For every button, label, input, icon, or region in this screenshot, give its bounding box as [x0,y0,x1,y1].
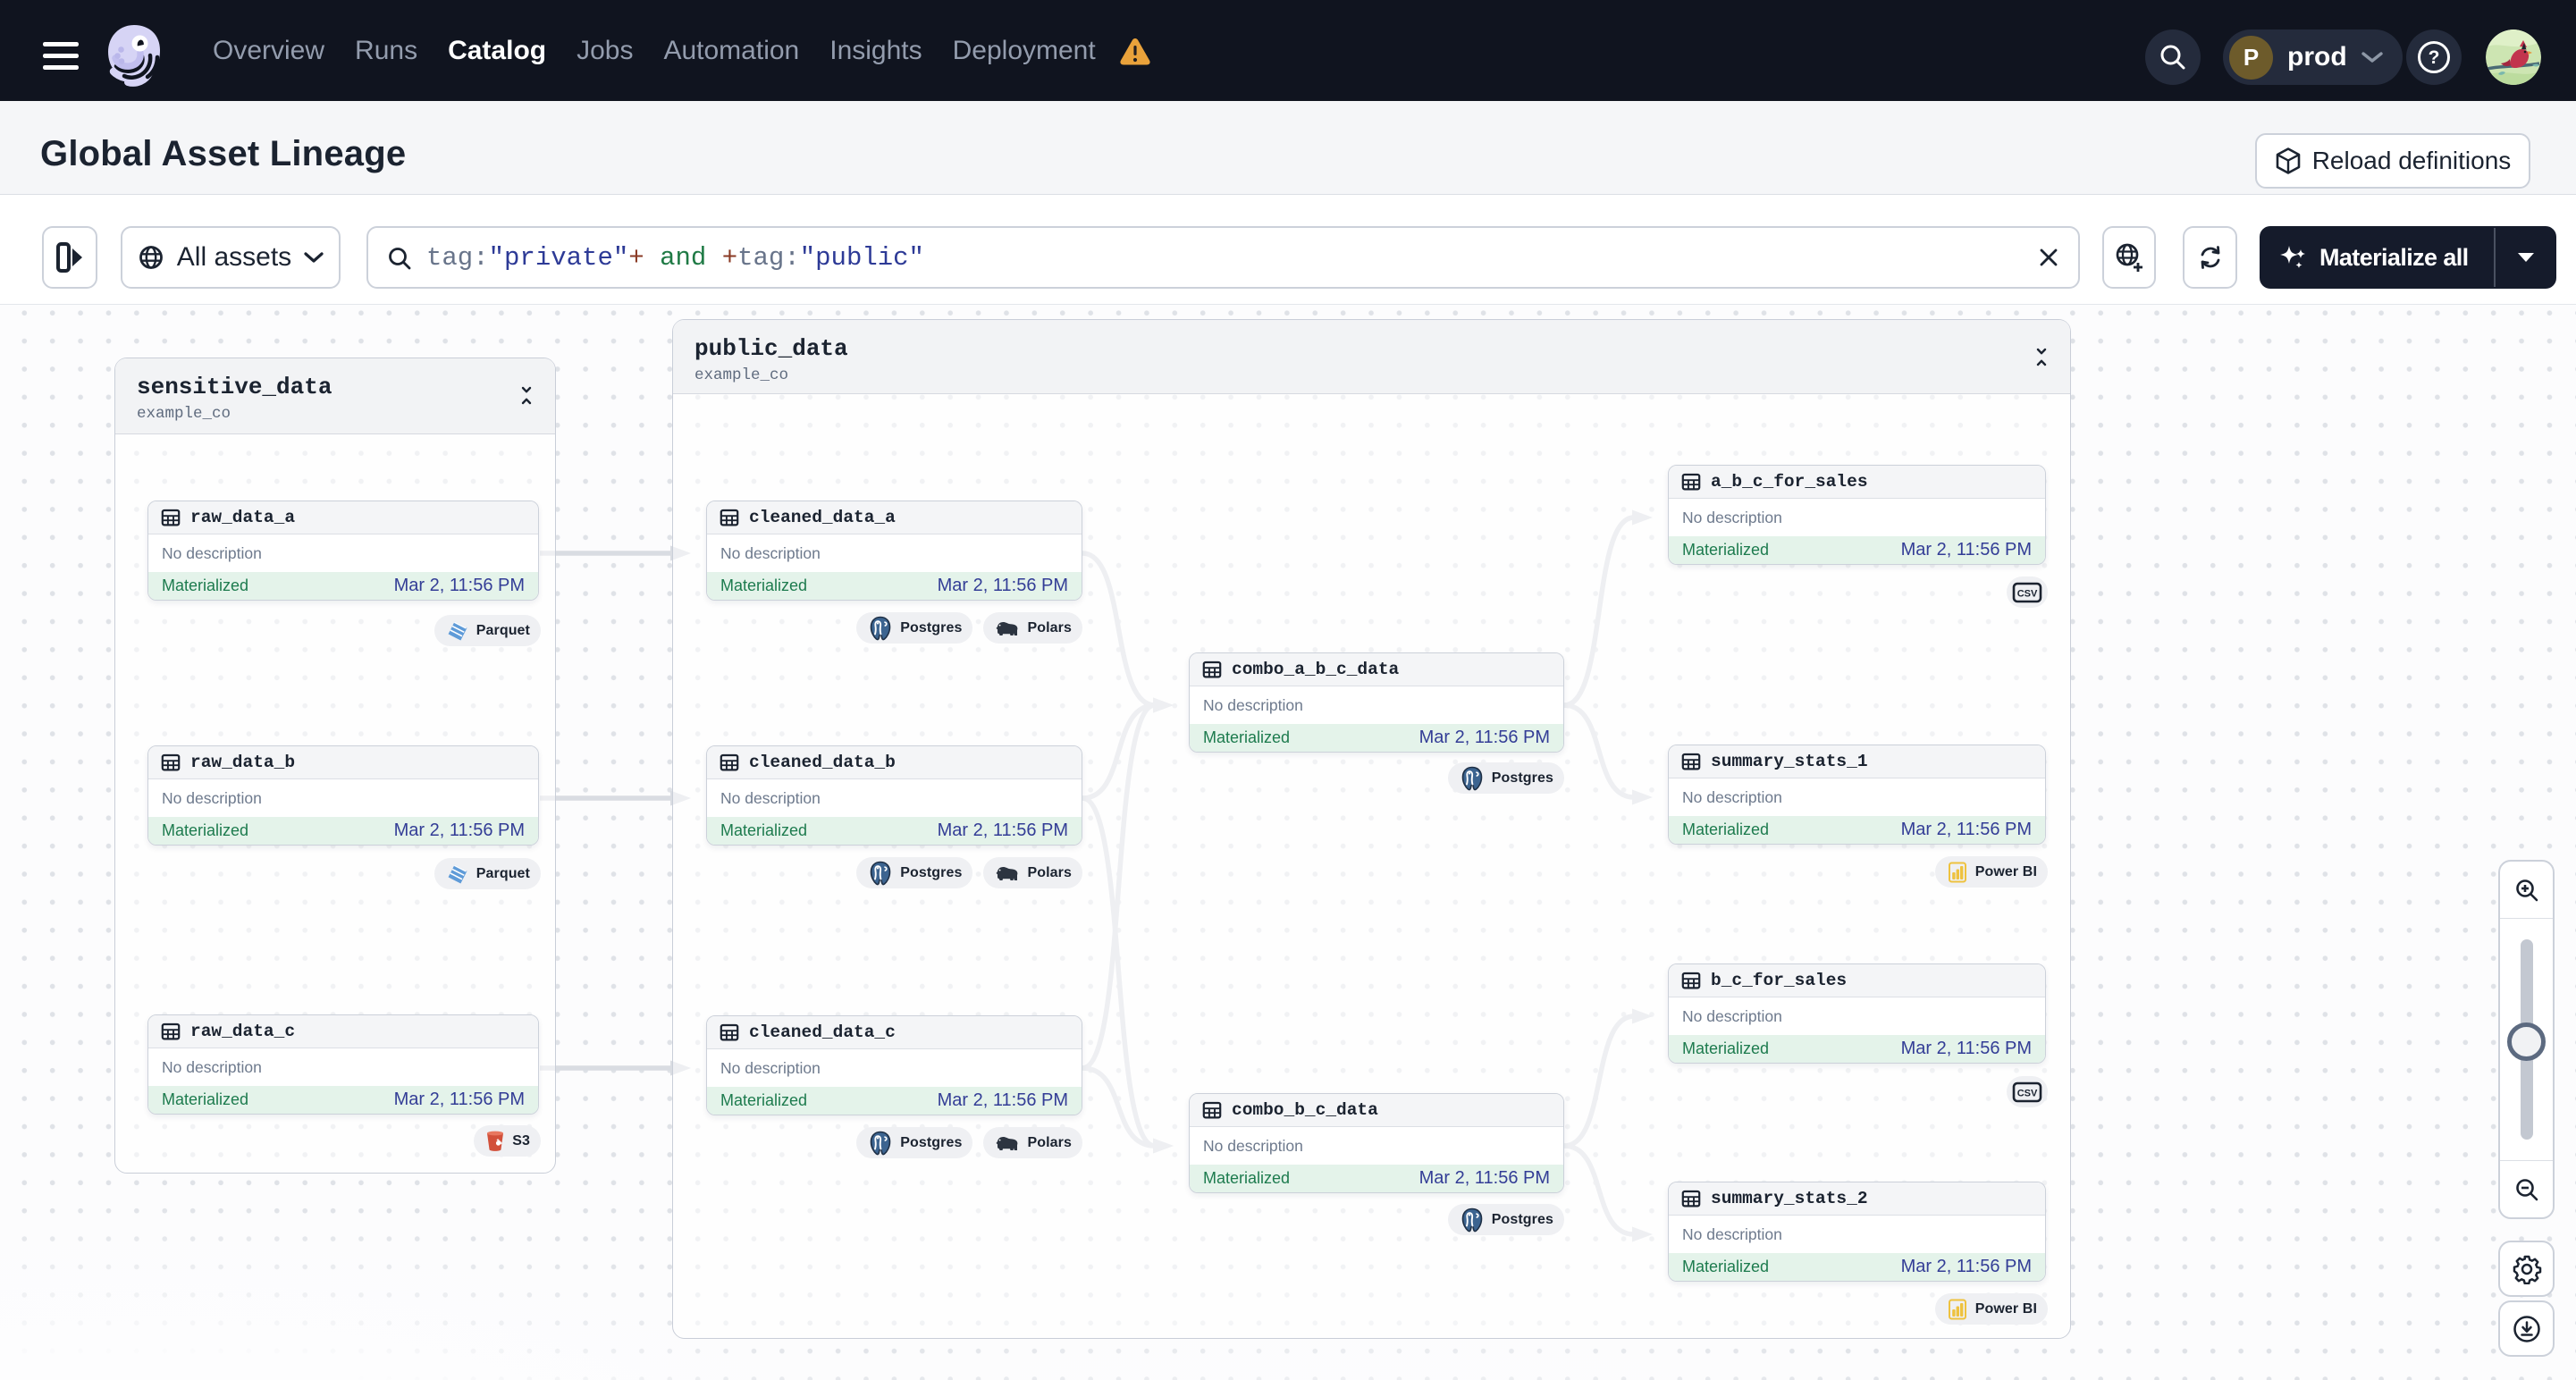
svg-text:?: ? [2429,47,2440,68]
svg-text:CSV: CSV [2017,1088,2038,1098]
svg-text:CSV: CSV [2017,588,2038,599]
